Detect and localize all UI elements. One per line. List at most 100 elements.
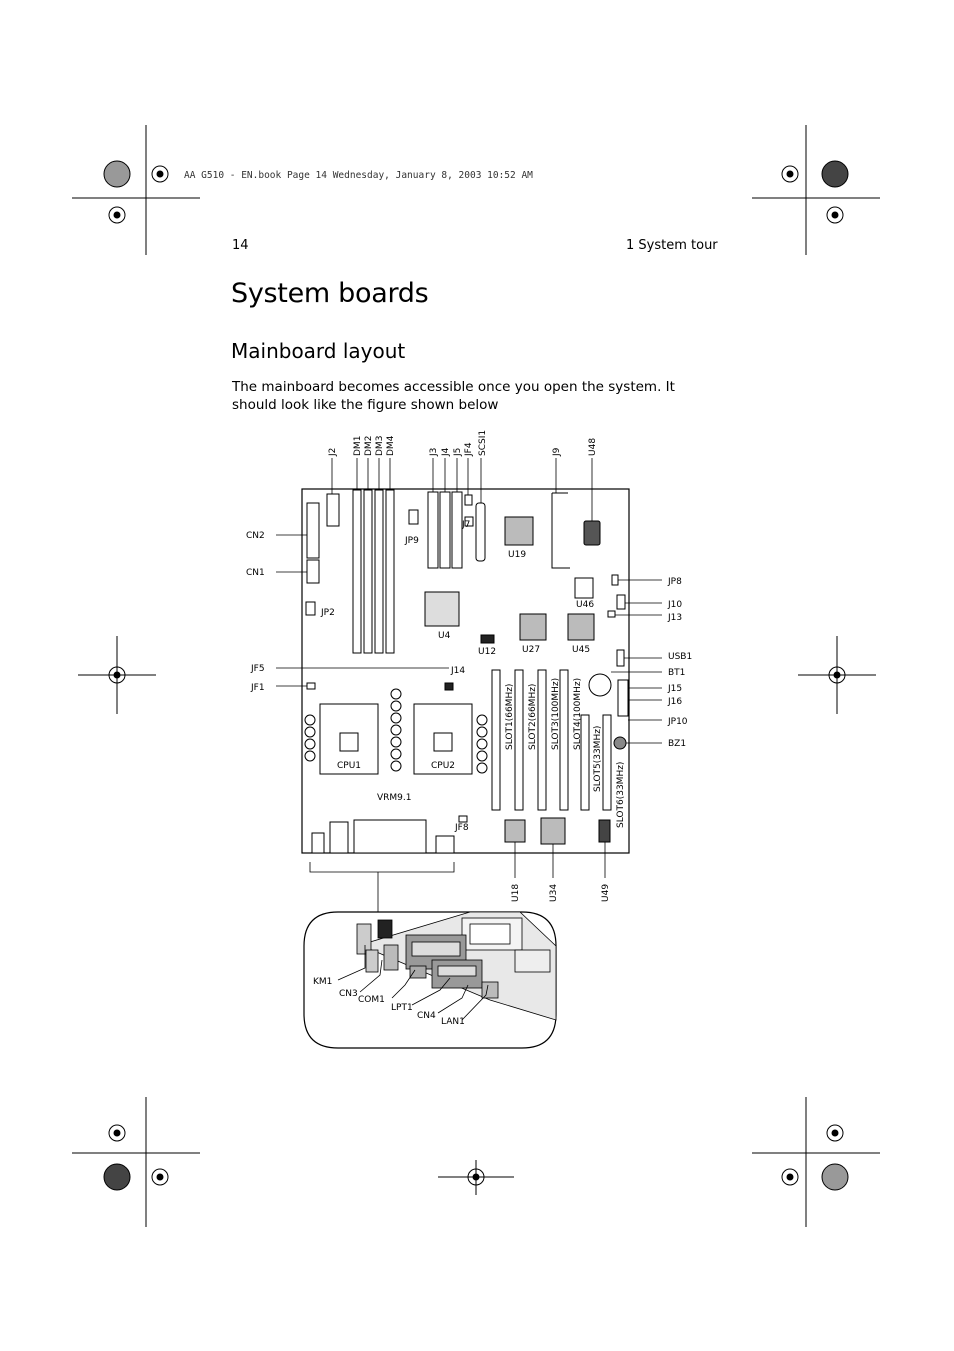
label-jf8: JF8 <box>454 823 469 833</box>
label-jp2: JP2 <box>320 608 335 618</box>
u34-chip <box>540 817 566 845</box>
label-jp9: JP9 <box>404 536 419 546</box>
label-slot6: SLOT6(33MHz) <box>616 762 626 828</box>
jp8-header <box>611 574 619 586</box>
cpu2-socket <box>413 703 473 775</box>
u18-chip <box>504 819 526 843</box>
bz1-buzzer <box>613 736 627 750</box>
label-slot4: SLOT4(100MHz) <box>573 678 583 750</box>
label-km1: KM1 <box>313 977 332 987</box>
leader-lines <box>276 458 662 912</box>
j10-header <box>616 594 626 610</box>
u45-chip <box>567 613 595 641</box>
label-jp10: JP10 <box>667 717 688 727</box>
capacitors <box>304 688 488 774</box>
registration-marks <box>103 160 849 1191</box>
ide-slots <box>427 491 463 569</box>
label-u18: U18 <box>511 884 521 902</box>
inset-leaders <box>337 945 489 1021</box>
page-title: System boards <box>231 278 429 309</box>
label-j4: J4 <box>441 447 451 457</box>
label-lpt1: LPT1 <box>391 1003 413 1013</box>
jf8-header <box>458 815 468 823</box>
label-u12: U12 <box>478 647 496 657</box>
jp2-header <box>305 601 316 616</box>
label-j9: J9 <box>552 447 562 457</box>
jf1-header <box>306 682 316 690</box>
book-info-line: AA G510 - EN.book Page 14 Wednesday, Jan… <box>184 170 533 181</box>
label-u4: U4 <box>438 631 451 641</box>
label-slot2: SLOT2(66MHz) <box>528 684 538 750</box>
label-jf5: JF5 <box>250 664 265 674</box>
label-cn1: CN1 <box>246 568 265 578</box>
label-j10: J10 <box>667 600 682 610</box>
label-u46: U46 <box>576 600 594 610</box>
label-jf4: JF4 <box>464 442 474 457</box>
pci-slots <box>491 669 612 811</box>
bt1-battery <box>588 673 612 697</box>
label-j7: J7 <box>461 520 470 530</box>
cn1-connector <box>306 559 320 584</box>
label-dm1: DM1 <box>353 436 363 456</box>
intro-paragraph: The mainboard becomes accessible once yo… <box>232 378 682 414</box>
label-j15: J15 <box>667 684 682 694</box>
label-dm2: DM2 <box>364 436 374 456</box>
label-slot5: SLOT5(33MHz) <box>593 726 603 792</box>
label-lan1: LAN1 <box>441 1017 465 1027</box>
label-u34: U34 <box>549 884 559 902</box>
label-j14: J14 <box>450 666 465 676</box>
j13-header <box>607 610 616 618</box>
dimm-slots <box>352 489 395 654</box>
running-header-chapter: 1 System tour <box>626 238 718 253</box>
j15-j16-header <box>617 679 629 717</box>
intro-line-1: The mainboard becomes accessible once yo… <box>232 379 675 395</box>
label-jp8: JP8 <box>667 577 682 587</box>
label-cn2: CN2 <box>246 531 265 541</box>
label-j16: J16 <box>667 697 682 707</box>
label-com1: COM1 <box>358 995 385 1005</box>
label-u45: U45 <box>572 645 590 655</box>
label-cpu2: CPU2 <box>431 761 455 771</box>
page-number: 14 <box>232 238 249 253</box>
label-dm3: DM3 <box>375 436 385 456</box>
label-cn4: CN4 <box>417 1011 436 1021</box>
u12-chip <box>480 634 495 644</box>
inset-frame <box>303 911 557 1049</box>
label-bz1: BZ1 <box>668 739 686 749</box>
section-heading: Mainboard layout <box>231 339 406 363</box>
label-u48: U48 <box>588 438 598 456</box>
j2-connector <box>326 493 340 527</box>
j9-slot <box>551 492 570 569</box>
label-bt1: BT1 <box>668 668 685 678</box>
inset-board <box>356 911 557 1021</box>
jp9-header <box>408 509 419 525</box>
cn2-connector <box>306 502 320 559</box>
u4-chip <box>424 591 460 627</box>
u49-chip <box>598 819 611 843</box>
label-j2: J2 <box>328 448 338 457</box>
jf4-header <box>464 494 473 506</box>
u27-chip <box>519 613 547 641</box>
label-j5: J5 <box>453 448 463 457</box>
rear-io-connectors <box>311 819 455 854</box>
j7-header <box>464 516 474 527</box>
label-u27: U27 <box>522 645 540 655</box>
label-slot1: SLOT1(66MHz) <box>505 684 515 750</box>
label-cn3: CN3 <box>339 989 358 999</box>
label-slot3: SLOT3(100MHz) <box>551 678 561 750</box>
j14-header <box>444 682 454 691</box>
u48-chip <box>583 520 601 546</box>
label-vrm91: VRM9.1 <box>377 793 412 803</box>
intro-line-2: should look like the figure shown below <box>232 397 499 413</box>
mainboard-outline <box>301 488 630 854</box>
crop-marks <box>72 125 880 1227</box>
label-u49: U49 <box>601 884 611 902</box>
label-dm4: DM4 <box>386 435 396 456</box>
usb1-header <box>616 649 625 667</box>
diagram-labels: J2 DM1 DM2 DM3 DM4 J3 J4 J5 JF4 SCSI1 J9… <box>246 430 692 1027</box>
label-j3: J3 <box>429 448 439 457</box>
label-j13: J13 <box>667 613 682 623</box>
label-u19: U19 <box>508 550 526 560</box>
scsi1-connector <box>475 502 486 562</box>
